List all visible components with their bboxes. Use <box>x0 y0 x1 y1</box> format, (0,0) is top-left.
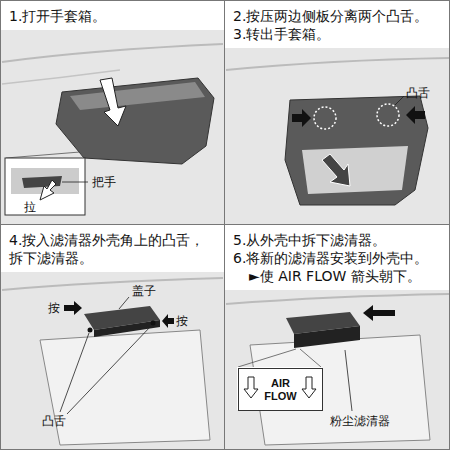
panel-1-art <box>1 30 224 224</box>
housing-opening <box>250 335 430 445</box>
callout-line <box>238 349 296 367</box>
handle <box>22 176 62 188</box>
step-text: ►使 AIR FLOW 箭头朝下。 <box>233 267 441 285</box>
ground <box>225 290 449 449</box>
panel-2-art <box>225 48 449 224</box>
panel-4-art <box>225 290 449 449</box>
step-text: 5.从外壳中拆下滤清器。 <box>233 231 441 249</box>
part-label: 按 <box>48 301 60 315</box>
glove-box <box>56 78 214 164</box>
inset-ground <box>237 367 322 410</box>
step-text: 2.按压两边侧板分离两个凸舌。 <box>233 7 441 25</box>
dash-line <box>2 44 223 62</box>
callout-line <box>300 349 321 367</box>
step-panel: 4.按入滤清器外壳角上的凸舌， 拆下滤清器。 <box>0 224 225 450</box>
leader-line <box>60 333 89 412</box>
glove-box-inner <box>302 146 408 194</box>
filter-cover-side <box>94 320 160 337</box>
part-label: 凸舌 <box>406 86 430 100</box>
dash-line <box>226 294 449 304</box>
part-label: 把手 <box>92 175 116 189</box>
glove-box <box>285 96 428 205</box>
tab-dot <box>151 321 156 326</box>
step-panel: 1.打开手套箱。 <box>0 0 225 225</box>
panel-3-art <box>1 272 224 449</box>
part-label: 粉尘滤清器 <box>330 414 390 428</box>
step-text: 1.打开手套箱。 <box>9 7 216 25</box>
insert-arrow <box>363 305 395 321</box>
dash-line <box>226 58 449 70</box>
tab-circle <box>377 104 399 126</box>
press-arrow <box>292 109 311 127</box>
callout-line <box>80 152 84 158</box>
press-arrow <box>64 301 82 315</box>
tab-dot <box>88 328 93 333</box>
inset-box <box>5 158 85 215</box>
part-label: 拉 <box>24 200 36 214</box>
callout-line <box>6 152 80 158</box>
air-flow-inset: AIR FLOW <box>238 368 323 411</box>
air-flow-text: AIR FLOW <box>264 377 298 401</box>
open-arrow <box>100 78 126 126</box>
glove-box-opening <box>40 330 210 445</box>
step-text: 4.按入滤清器外壳角上的凸舌， 拆下滤清器。 <box>9 231 214 267</box>
glove-box-top <box>70 82 205 110</box>
pull-arrow <box>40 180 56 200</box>
leader-line <box>395 96 404 105</box>
flow-arrow <box>244 377 258 398</box>
part-label: 按 <box>176 314 188 328</box>
step-panel: 2.按压两边侧板分离两个凸舌。3.转出手套箱。 <box>224 0 450 225</box>
tab-circle <box>314 107 336 129</box>
step-text: 6.将新的滤清器安装到外壳中。 <box>233 249 441 267</box>
part-label: 盖子 <box>132 284 156 298</box>
press-arrow <box>406 106 425 124</box>
ground <box>225 48 449 224</box>
ground <box>1 30 224 224</box>
leader-line <box>67 326 151 414</box>
leader-line <box>62 182 88 183</box>
dust-filter-side <box>294 326 360 348</box>
step-text: 3.转出手套箱。 <box>233 25 441 43</box>
ground <box>1 272 224 449</box>
press-arrow <box>162 314 174 328</box>
dash-line <box>2 278 223 290</box>
leader-line <box>345 350 352 411</box>
swing-arrow <box>322 154 350 186</box>
leader-line <box>119 297 129 309</box>
part-label: 凸舌 <box>42 414 66 428</box>
flow-arrow <box>302 377 316 398</box>
